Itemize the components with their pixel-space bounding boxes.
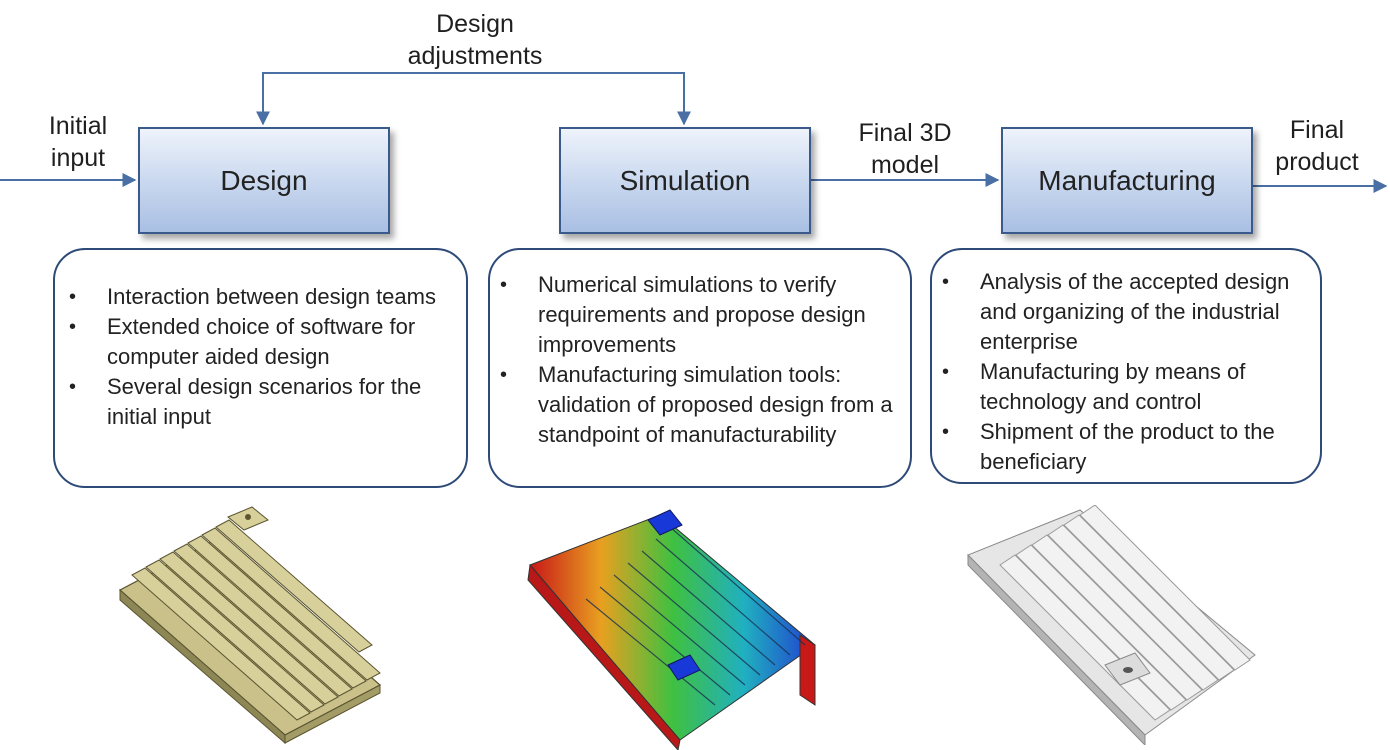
design-adjustments-loop-arrow [256,72,685,126]
manufacturing-stage-label: Manufacturing [1038,164,1216,196]
design-stage-box: Design [138,127,390,234]
design-details-card: Interaction between design teams Extende… [53,248,468,488]
manufacturing-details-card: Analysis of the accepted design and orga… [930,248,1322,484]
design-bullet: Several design scenarios for the initial… [61,372,456,432]
design-stage-label: Design [220,164,308,196]
manufacturing-stage-box: Manufacturing [1001,127,1253,234]
product-mounting-hole [1123,667,1133,673]
fea-simulation-heatsink-image [527,509,816,750]
simulation-bullet: Numerical simulations to verify requirem… [492,270,898,360]
final-product-label: Final product [1275,116,1359,176]
cad-fins [131,519,381,721]
manufacturing-bullet: Analysis of the accepted design and orga… [934,267,1308,357]
fea-fins [585,526,806,706]
cad-base-side [284,684,381,744]
simulation-stage-label: Simulation [619,164,751,196]
manufactured-heatsink-image [967,505,1256,745]
product-base-front [967,553,1146,745]
cad-model-heatsink-image [118,506,382,745]
design-bullet: Extended choice of software for computer… [61,312,456,372]
simulation-stage-box: Simulation [559,127,811,234]
cad-mounting-hole [245,514,251,520]
design-bullet: Interaction between design teams [61,282,456,312]
fea-side [527,563,681,750]
final-3d-model-label: Final 3D model [858,119,952,179]
initial-input-label: Initial input [48,112,108,172]
design-adjustments-label: Design adjustments [407,10,543,70]
fea-inner-tab [667,654,701,681]
simulation-bullet: Manufacturing simulation tools: validati… [492,360,898,450]
manufacturing-bullet: Shipment of the product to the beneficia… [934,417,1308,477]
manufacturing-bullet: Manufacturing by means of technology and… [934,357,1308,417]
fea-mounting-tab [647,509,683,536]
simulation-details-card: Numerical simulations to verify requirem… [488,248,912,488]
fea-right-side [799,634,816,706]
